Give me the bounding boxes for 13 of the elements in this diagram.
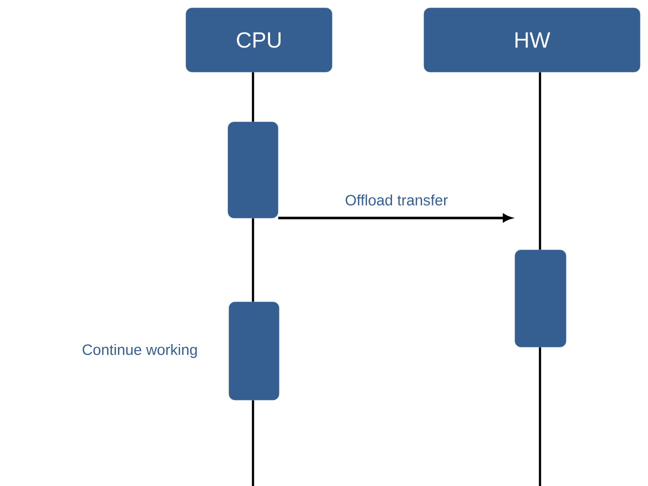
edge-label: Offload transfer	[346, 194, 448, 206]
side-note: Continue working	[82, 344, 197, 358]
activation-box	[514, 250, 566, 348]
lifeline-header: CPU	[186, 8, 332, 72]
lifeline	[538, 72, 542, 250]
lifeline	[252, 400, 254, 486]
lifeline-header: HW	[424, 8, 640, 72]
activation-box	[228, 302, 280, 400]
message-arrow	[278, 214, 512, 222]
lifeline	[538, 347, 542, 486]
lifeline	[252, 72, 254, 122]
activation-box	[228, 122, 278, 218]
lifeline	[252, 218, 254, 302]
